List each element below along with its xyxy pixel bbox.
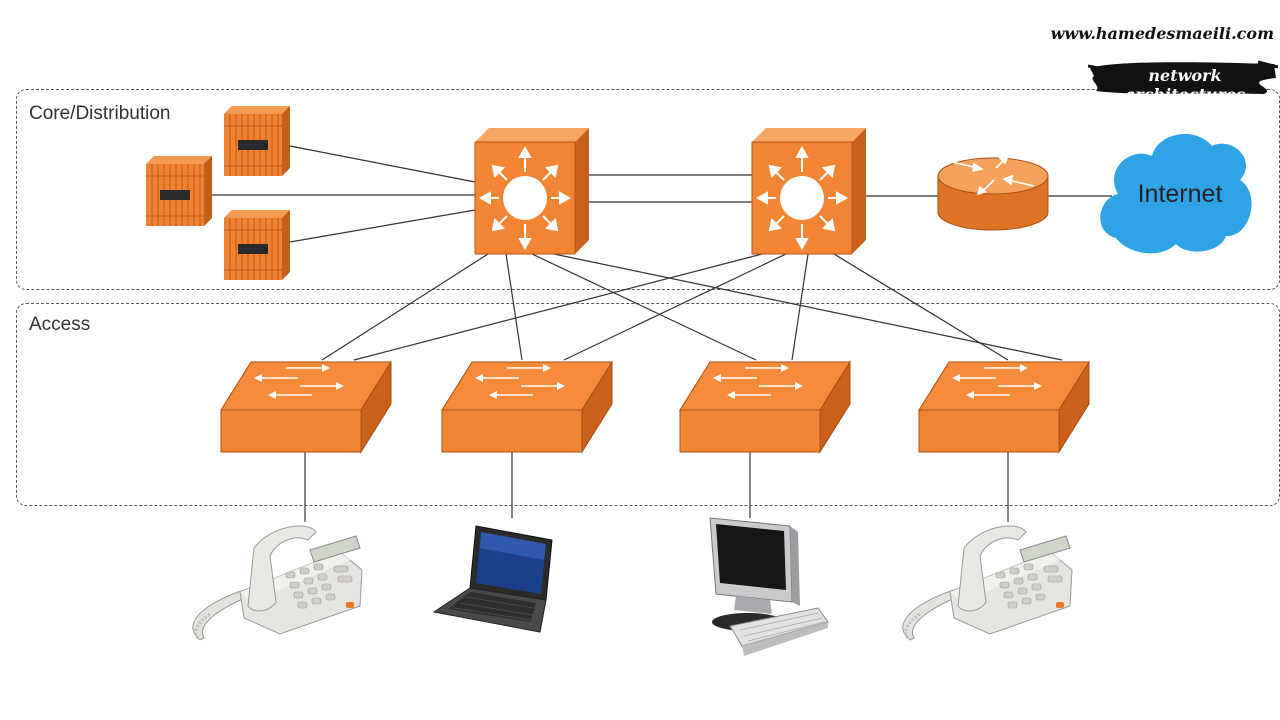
switch-icon	[220, 361, 392, 453]
router-icon	[937, 154, 1049, 231]
link-server1-mls1	[289, 145, 476, 183]
tag-line: network architectures	[1124, 66, 1246, 104]
switch-icon	[441, 361, 613, 453]
server-icon	[223, 209, 291, 281]
multilayer-switch-icon	[751, 127, 867, 255]
links	[210, 145, 1112, 522]
laptop-icon	[432, 525, 553, 633]
telephone-icon	[901, 524, 1074, 642]
telephone-icon	[191, 524, 364, 642]
link-mls2-sw3	[791, 253, 809, 361]
internet-label: Internet	[1137, 180, 1223, 208]
desktop-pc-icon	[709, 517, 829, 656]
multilayer-switch-icon	[474, 127, 590, 255]
switch-icon	[918, 361, 1090, 453]
link-mls1-sw3	[531, 253, 757, 361]
link-mls1-sw4	[553, 253, 1063, 361]
access-label: Access	[29, 314, 91, 335]
site-url: www.hamedesmaeili.com	[1050, 24, 1274, 43]
server-icon	[223, 105, 291, 177]
cloud-icon	[1100, 133, 1252, 254]
core-distribution-label: Core/Distribution	[29, 103, 171, 124]
link-mls2-sw4	[833, 253, 1009, 361]
link-server3-mls1	[289, 209, 476, 243]
brush-stroke-banner	[1088, 60, 1278, 94]
link-mls2-sw2	[563, 253, 787, 361]
link-mls2-sw1	[353, 253, 763, 361]
link-mls1-sw1	[321, 253, 489, 361]
link-mls1-sw2	[505, 253, 523, 361]
switch-icon	[679, 361, 851, 453]
server-icon	[145, 155, 213, 227]
